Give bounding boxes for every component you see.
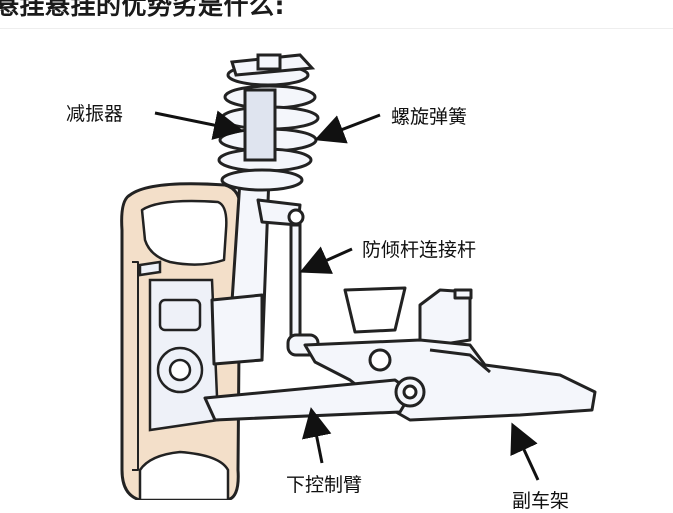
stabilizer-link-rod (286, 223, 320, 357)
arrow-coil-spring (314, 113, 381, 144)
annotation-arrows (154, 110, 540, 481)
top-mount (230, 53, 316, 77)
suspension-diagram (120, 53, 597, 500)
label-stabilizer-link: 防倾杆连接杆 (362, 239, 477, 261)
arrow-lower-control-arm (301, 407, 332, 464)
label-lower-control-arm: 下控制臂 (286, 474, 363, 496)
arrow-stabilizer-link (299, 246, 353, 274)
arrow-subframe (510, 422, 540, 481)
heading-divider (0, 28, 673, 29)
lower-control-arm (203, 376, 426, 422)
coil-spring (217, 63, 320, 192)
label-coil-spring: 螺旋弹簧 (391, 106, 468, 128)
label-shock-absorber: 减振器 (66, 103, 124, 125)
arrow-shock-absorber (154, 110, 244, 140)
question-heading: 悬挂悬挂的优势劣是什么: (0, 0, 285, 20)
